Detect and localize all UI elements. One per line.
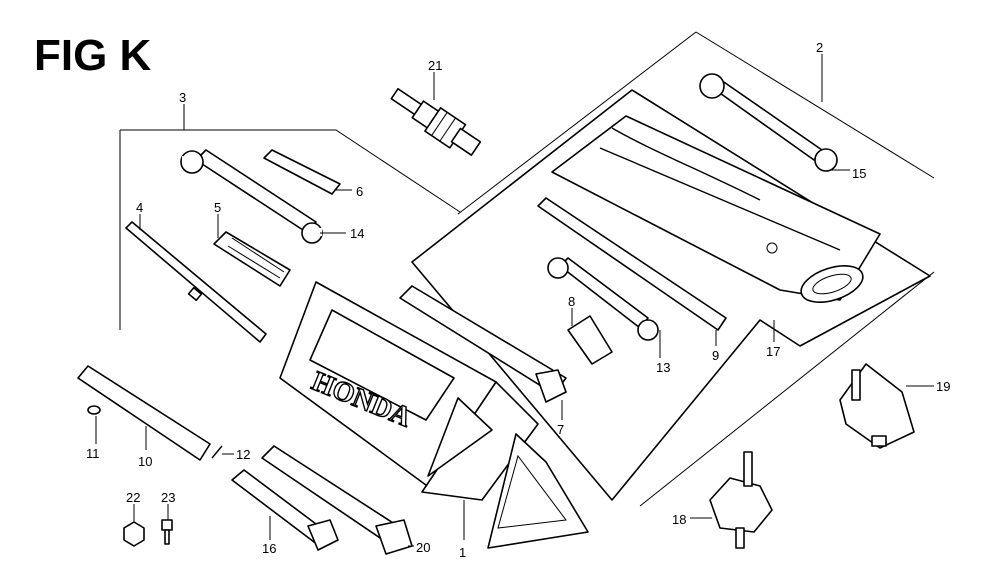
callout-1: 1 <box>459 545 466 560</box>
spark-plug-icon <box>390 87 482 156</box>
callout-labels: 1 2 3 4 5 6 7 8 9 10 11 12 13 14 15 16 1… <box>86 40 950 560</box>
callout-20: 20 <box>416 540 430 555</box>
callout-15: 15 <box>852 166 866 181</box>
callout-13: 13 <box>656 360 670 375</box>
bolt-icon <box>161 519 173 545</box>
nut-icon <box>123 521 145 547</box>
socket-wrench-icon <box>399 285 567 403</box>
kit-group-3-outline <box>119 129 461 330</box>
callout-7: 7 <box>557 422 564 437</box>
screwdriver-shaft-icon <box>125 221 267 343</box>
callout-14: 14 <box>350 226 364 241</box>
kit-group-2-outline <box>457 31 935 507</box>
leader-lines <box>95 54 934 547</box>
socket-wrench-icon <box>261 445 413 555</box>
bar-icon <box>537 197 727 331</box>
socket-icon <box>231 469 339 551</box>
socket-icon <box>567 315 613 365</box>
callout-18: 18 <box>672 512 686 527</box>
callout-5: 5 <box>214 200 221 215</box>
mount-icon <box>839 363 915 449</box>
wrench-icon <box>180 149 323 244</box>
screwdriver-bit-icon <box>263 149 341 195</box>
mount-icon <box>709 451 773 549</box>
tool-case-icon: HONDA <box>279 281 589 549</box>
wrench-icon <box>547 257 659 341</box>
callout-2: 2 <box>816 40 823 55</box>
callout-21: 21 <box>428 58 442 73</box>
screwdriver-icon <box>213 231 291 287</box>
callout-19: 19 <box>936 379 950 394</box>
callout-17: 17 <box>766 344 780 359</box>
figure-title: FIG K <box>34 31 152 80</box>
socket-wrench-icon <box>77 365 211 461</box>
callout-16: 16 <box>262 541 276 556</box>
callout-6: 6 <box>356 184 363 199</box>
wrench-icon <box>699 73 838 172</box>
callout-4: 4 <box>136 200 143 215</box>
callout-8: 8 <box>568 294 575 309</box>
callout-9: 9 <box>712 348 719 363</box>
callout-11: 11 <box>86 446 100 461</box>
callout-10: 10 <box>138 454 152 469</box>
callout-23: 23 <box>161 490 175 505</box>
callout-3: 3 <box>179 90 186 105</box>
callout-12: 12 <box>236 447 250 462</box>
callout-22: 22 <box>126 490 140 505</box>
pin-icon <box>211 445 223 459</box>
